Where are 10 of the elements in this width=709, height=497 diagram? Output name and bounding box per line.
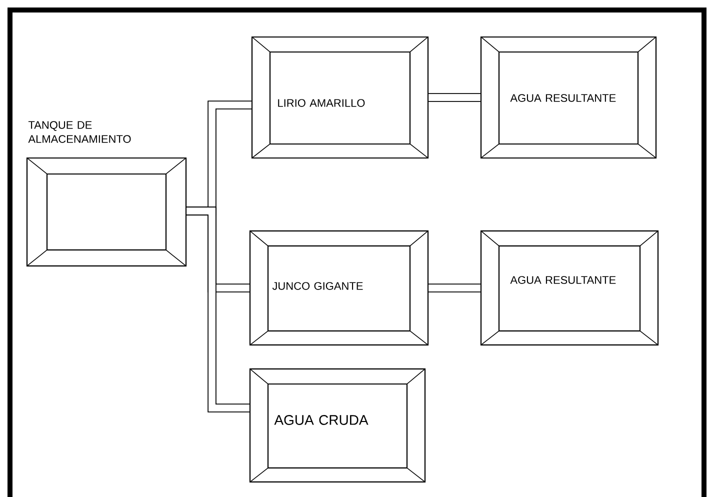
tank-box: TANQUE DE ALMACENAMIENTO <box>26 121 187 267</box>
pipe <box>186 206 250 412</box>
tank-box: JUNCO GIGANTE <box>249 230 429 346</box>
tank-box: AGUA CRUDA <box>249 368 426 483</box>
tank-box: AGUA RESULTANTE <box>480 230 659 346</box>
tank-box: AGUA RESULTANTE <box>480 36 657 159</box>
tank-box: LIRIO AMARILLO <box>251 36 429 159</box>
pipe <box>428 284 480 292</box>
pipe <box>428 93 480 102</box>
node-label: TANQUE DE ALMACENAMIENTO <box>28 121 131 143</box>
